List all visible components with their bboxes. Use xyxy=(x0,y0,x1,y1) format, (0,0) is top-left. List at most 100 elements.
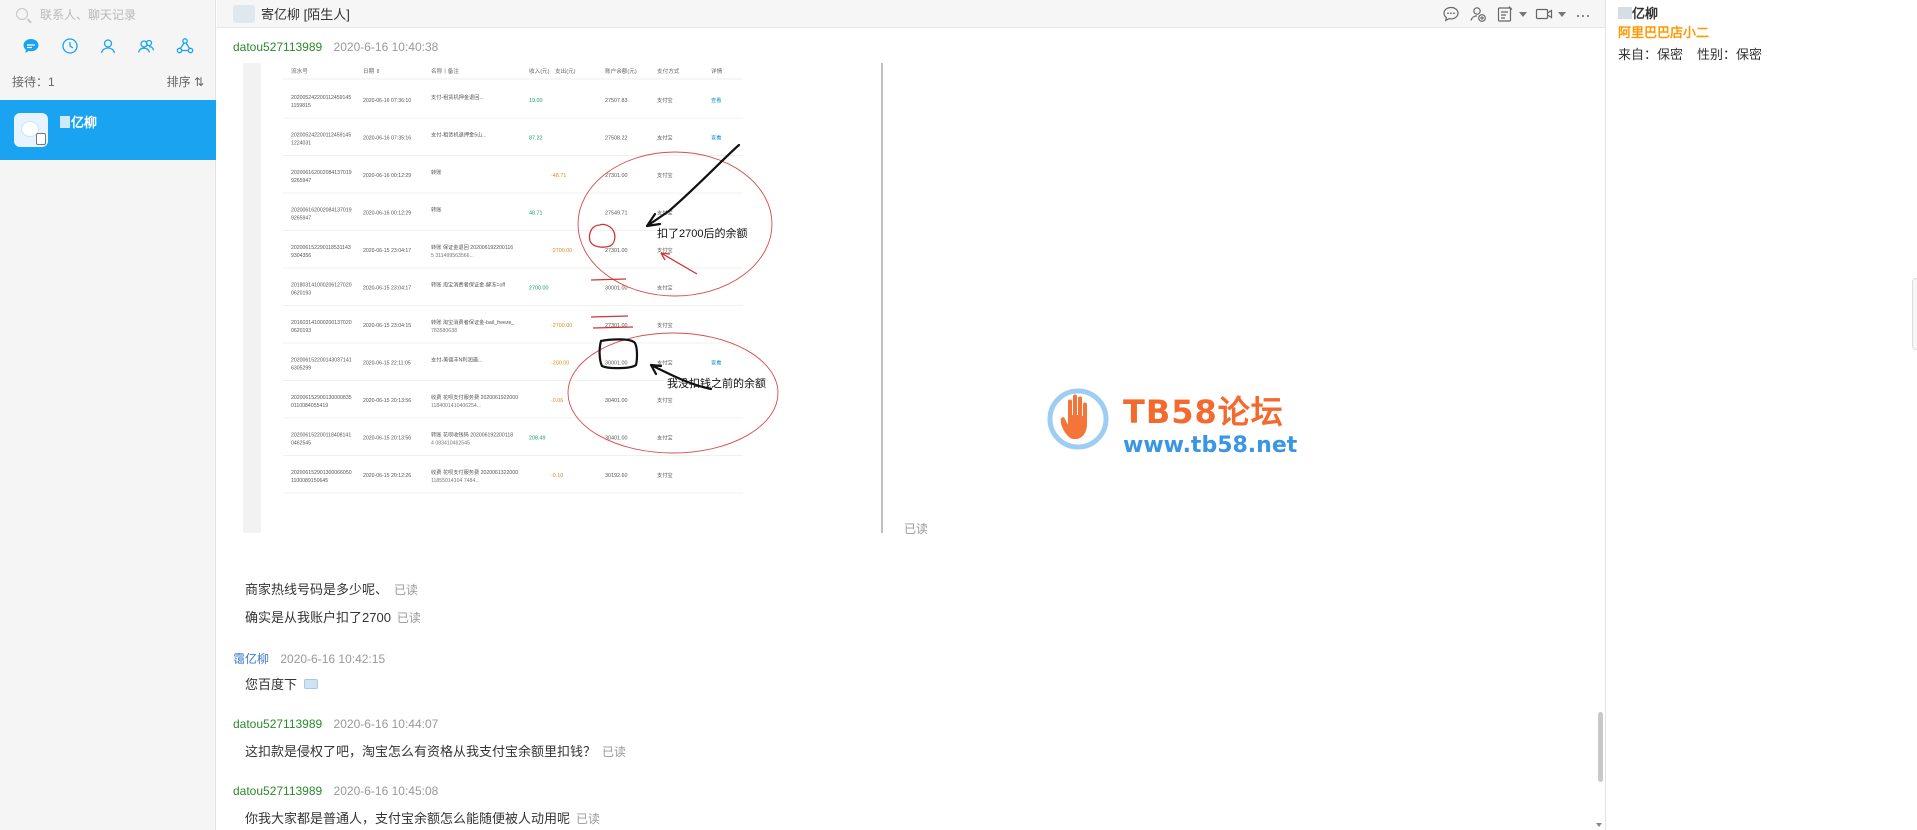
table-cell: 转账 保证金退回 202006192200116 xyxy=(431,243,513,251)
table-cell: 支付宝 xyxy=(657,434,673,442)
tab-contacts[interactable] xyxy=(98,36,118,56)
table-cell: 30001.00 xyxy=(605,361,627,367)
annotation-label: 扣了2700后的余额 xyxy=(657,226,747,240)
table-cell: 收费 花呗支付服务费 2020061322000 xyxy=(431,468,518,476)
annotation-mark xyxy=(588,223,616,248)
more-button[interactable] xyxy=(1573,4,1593,24)
table-cell: 1100089150645 xyxy=(291,478,328,484)
table-cell: 202006152200118408141​ xyxy=(291,433,351,439)
read-status: 已读 xyxy=(394,583,419,597)
table-header: 支付方式 xyxy=(657,67,680,75)
sender-name[interactable]: 霭亿柳 xyxy=(233,652,270,666)
profile-shop[interactable]: 阿里巴巴店小二 xyxy=(1618,25,1710,40)
chat-title: 寄亿柳 [陌生人] xyxy=(261,7,350,22)
sort-button[interactable]: 排序 ⇅ xyxy=(166,74,204,89)
chat-tool-button[interactable] xyxy=(1441,4,1461,24)
image-edge xyxy=(243,63,883,533)
chevron-down-icon[interactable] xyxy=(1558,11,1566,17)
tab-groups[interactable] xyxy=(136,36,156,56)
table-header: 收入(元) xyxy=(529,67,550,75)
table-cell: 支付宝 xyxy=(657,96,673,104)
image-margin xyxy=(243,63,261,533)
table-cell: 支付-租赁机押金退回... xyxy=(431,93,484,101)
table-cell: 19.00 xyxy=(529,98,543,104)
scrollbar-thumb[interactable] xyxy=(1598,712,1603,782)
contact-name: 亿柳 xyxy=(60,112,97,131)
message-header: 霭亿柳 2020-6-16 10:42:15 xyxy=(233,650,385,667)
read-status: 已读 xyxy=(904,522,929,536)
profile-gender: 性别：保密 xyxy=(1697,47,1763,62)
add-contact-button[interactable] xyxy=(1468,4,1488,24)
table-cell: 2020-06-16 07:35:16 xyxy=(363,136,411,142)
chevron-down-icon[interactable] xyxy=(1519,11,1527,17)
tab-structure[interactable] xyxy=(175,36,195,56)
tab-chat[interactable] xyxy=(21,36,41,56)
org-tree-icon xyxy=(176,38,194,54)
table-cell: 支付宝 xyxy=(657,171,673,179)
scroll-down-icon[interactable] xyxy=(1596,823,1602,827)
annotation-arrow xyxy=(660,252,698,275)
table-cell: 783580638 xyxy=(431,328,457,334)
table-cell: 2020-06-15 23:04:17 xyxy=(363,248,411,254)
panel-toggle-handle[interactable] xyxy=(1912,278,1917,350)
nav-tabs xyxy=(0,36,216,62)
table-cell: 0620193 xyxy=(291,291,311,297)
table-cell: 9304356 xyxy=(291,253,311,259)
statement-screenshot: 流水号日期 ⇕名称丨备注收入(元)支出(元)账户余额(元)支付方式详情20200… xyxy=(283,67,779,494)
table-cell: -2700.00 xyxy=(551,248,572,254)
video-call-button[interactable] xyxy=(1534,4,1554,24)
table-cell: 202006152290118531143​ xyxy=(291,245,351,251)
profile-pane: 亿柳 阿里巴巴店小二 来自：保密性别：保密 xyxy=(1605,0,1917,830)
table-cell: 2700.00 xyxy=(529,286,549,292)
message-text: 您百度下 xyxy=(245,677,298,692)
watermark: TB58论坛 www.tb58.net xyxy=(1047,381,1307,481)
sender-name[interactable]: datou527113989 xyxy=(233,717,323,731)
queue-count: 接待：1 xyxy=(12,74,55,89)
clock-icon xyxy=(61,38,78,54)
queue-bar: 接待：1 排序 ⇅ xyxy=(0,70,216,92)
annotation-mark xyxy=(592,326,634,329)
table-cell: -48.71 xyxy=(551,173,566,179)
profile-from: 来自：保密 xyxy=(1618,47,1684,62)
table-cell: 0110084055419 xyxy=(291,403,328,409)
more-dots-icon xyxy=(1577,15,1589,17)
message-bubble: 这扣款是侵权了吧，淘宝怎么有资格从我支付宝余额里扣钱？已读 xyxy=(245,741,626,760)
blurred-text xyxy=(60,116,70,128)
table-cell: 2020-06-16 00:12:29 xyxy=(363,211,411,217)
scrollbar[interactable] xyxy=(1596,29,1603,830)
message-bubble: 你我大家都是普通人，支付宝余额怎么能随便被人动用呢已读 xyxy=(245,808,600,827)
message-text: 商家热线号码是多少呢、 xyxy=(245,582,389,597)
table-cell: 支付-美德丰N利润遇... xyxy=(431,356,482,364)
table-cell: 查看 xyxy=(711,96,721,104)
table-cell: 支付宝 xyxy=(657,396,673,404)
tab-recent[interactable] xyxy=(60,36,80,56)
table-header: 流水号 xyxy=(291,67,308,75)
profile-name: 亿柳 xyxy=(1618,3,1658,22)
table-cell: 11855014104 7484... xyxy=(431,478,480,484)
message-text: 你我大家都是普通人，支付宝余额怎么能随便被人动用呢 xyxy=(245,811,571,826)
chat-dots-icon xyxy=(1443,6,1459,22)
annotation-arrow xyxy=(645,143,741,228)
header-toolbar xyxy=(1441,4,1593,24)
table-cell: 支付宝 xyxy=(657,471,673,479)
table-cell: 27301.00 xyxy=(605,173,627,179)
message-text: 这扣款是侵权了吧，淘宝怎么有资格从我支付宝余额里扣钱？ xyxy=(245,744,597,759)
sender-name[interactable]: datou527113989 xyxy=(233,784,323,798)
order-button[interactable] xyxy=(1495,4,1515,24)
contact-item[interactable]: 亿柳 xyxy=(0,100,216,160)
message-text: 确实是从我账户扣了2700 xyxy=(245,610,391,625)
annotation-label: 我没扣钱之前的余额 xyxy=(667,376,766,390)
contacts-pane: 联系人、聊天记录 接待：1 排序 ⇅ 亿柳 xyxy=(0,0,216,830)
sender-name[interactable]: datou527113989 xyxy=(233,40,323,54)
search-input[interactable]: 联系人、聊天记录 xyxy=(40,7,137,22)
table-header: 支出(元) xyxy=(555,67,576,75)
table-cell: 2020-06-16 00:12:29 xyxy=(363,173,411,179)
emoji-icon xyxy=(303,679,318,689)
table-cell: 转账 xyxy=(431,206,441,214)
table-cell: 支付宝 xyxy=(657,321,673,329)
search-box[interactable]: 联系人、聊天记录 xyxy=(0,0,216,28)
message-header: datou527113989 2020-6-16 10:45:08 xyxy=(233,784,438,798)
table-cell: 9265947 xyxy=(291,178,311,184)
